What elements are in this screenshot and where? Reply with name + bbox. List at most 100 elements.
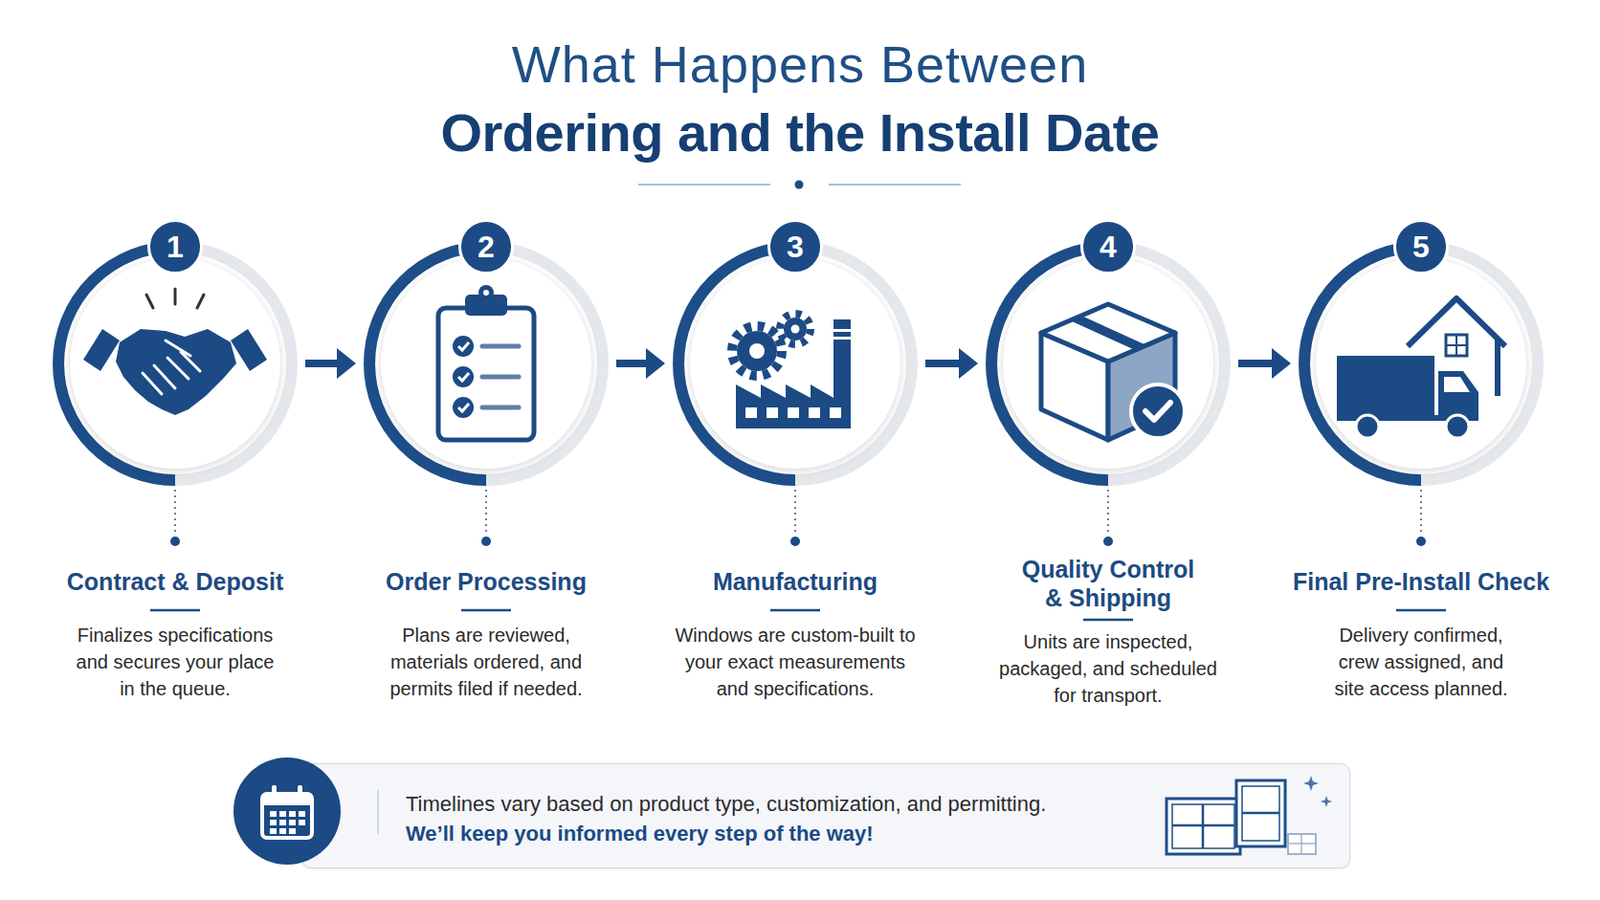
- step-heading: Quality Control & Shipping: [1016, 555, 1200, 613]
- arrow-shaft: [616, 359, 648, 368]
- clip-hole: [483, 289, 489, 296]
- factory-building: [735, 319, 851, 429]
- step-circle: 2Order ProcessingPlans are reviewed, mat…: [363, 241, 609, 487]
- factory-window: [808, 407, 821, 419]
- list-line: [482, 344, 519, 350]
- gear-teeth: [732, 326, 782, 377]
- arrow-head: [336, 348, 356, 379]
- rule-dot: [795, 180, 804, 190]
- window-mullion: [1288, 834, 1316, 855]
- arrow-head: [645, 348, 666, 379]
- sparkle: [1320, 796, 1333, 808]
- house-wall: [1494, 338, 1501, 397]
- band-text-block: Timelines vary based on product type, cu…: [405, 789, 1267, 849]
- note-emphasis: We’ll keep you informed every step of th…: [405, 819, 1267, 849]
- ring-track: [1304, 246, 1538, 481]
- chimney-band: [833, 329, 851, 333]
- flow-arrow: [305, 348, 356, 379]
- leader-dot: [170, 536, 180, 547]
- box-top-face: [1041, 304, 1176, 362]
- clipboard-board: [438, 308, 534, 441]
- gear-body: [736, 331, 778, 372]
- gear-hole: [749, 343, 765, 359]
- heading-underline: [770, 609, 821, 613]
- step-description: Plans are reviewed, materials ordered, a…: [366, 622, 606, 703]
- step-heading: Contract & Deposit: [31, 567, 319, 597]
- calendar-cell: [288, 820, 296, 826]
- window-mullion: [1242, 812, 1280, 816]
- step-number: 4: [1080, 219, 1136, 275]
- calendar-cell: [288, 828, 296, 835]
- gear-body: [783, 317, 807, 341]
- ring-inner: [69, 258, 281, 469]
- right-cuff: [230, 329, 267, 372]
- factory-window: [829, 407, 842, 419]
- small-window: [1288, 834, 1316, 855]
- clipboard-icon: [438, 285, 534, 441]
- heading-underline: [150, 609, 200, 613]
- factory-window: [787, 407, 800, 419]
- step-ring: [363, 241, 609, 487]
- calendar-ring: [271, 785, 277, 798]
- package-icon: [1041, 304, 1185, 441]
- finger-lines: [142, 340, 200, 395]
- leader-lines: [170, 489, 1426, 547]
- arrow-shaft: [305, 359, 339, 368]
- factory-window: [745, 407, 757, 419]
- factory-window: [766, 407, 778, 419]
- sparkle: [1303, 776, 1319, 792]
- leader-line: [174, 489, 177, 534]
- truck-wheel: [1445, 415, 1469, 439]
- truck-chassis: [1336, 415, 1479, 422]
- step-heading: Final Pre-Install Check: [1277, 567, 1565, 597]
- calendar-frame: [262, 794, 312, 839]
- check-circle: [452, 366, 474, 388]
- arrow-head: [958, 348, 978, 379]
- box-left-face: [1041, 333, 1109, 441]
- house-window: [1445, 334, 1467, 356]
- calendar-ring: [297, 785, 303, 798]
- calendar-cell: [279, 811, 287, 818]
- leader-line: [1107, 489, 1110, 534]
- leader-dot: [481, 536, 491, 547]
- flow-arrow: [616, 348, 666, 379]
- chimney-band: [833, 336, 851, 340]
- house-roof: [1407, 298, 1506, 347]
- check-mark: [458, 373, 469, 381]
- calendar-header: [262, 794, 312, 806]
- window-frame: [1236, 780, 1286, 847]
- ring-inner: [380, 258, 592, 469]
- calendar-cell: [279, 820, 287, 826]
- ring-track: [369, 246, 603, 481]
- note-text: Timelines vary based on product type, cu…: [405, 789, 1267, 820]
- truck-cab: [1438, 371, 1479, 418]
- calendar-cell: [269, 820, 277, 826]
- diagram-title: What Happens Between Ordering and the In…: [426, 29, 1174, 168]
- list-line: [482, 405, 519, 411]
- ring-inner: [1002, 258, 1214, 469]
- handshake-icon: [83, 288, 267, 416]
- gear-teeth: [779, 313, 811, 345]
- leader-dot: [790, 536, 800, 547]
- step-circle: 3ManufacturingWindows are custom-built t…: [672, 241, 918, 487]
- band-separator: [377, 790, 379, 835]
- ring-track: [678, 246, 912, 481]
- step-ring: [52, 241, 298, 487]
- calendar-disc: [233, 757, 341, 866]
- calendar-cell: [298, 820, 306, 826]
- step-number: 5: [1393, 219, 1449, 275]
- window-mullion: [1172, 804, 1235, 849]
- window-sash: [1172, 804, 1235, 849]
- leader-dot: [1416, 536, 1426, 547]
- calendar-cell: [269, 811, 277, 818]
- step-circle: 1Contract & DepositFinalizes specificati…: [52, 241, 298, 487]
- calendar-cell: [288, 811, 296, 818]
- check-badge: [1131, 384, 1185, 439]
- check-mark: [1145, 402, 1171, 421]
- flow-arrow: [925, 348, 978, 379]
- step-description: Finalizes specifications and secures you…: [72, 622, 279, 703]
- check-mark: [458, 342, 469, 351]
- leader-line: [485, 489, 488, 534]
- check-mark: [458, 403, 469, 412]
